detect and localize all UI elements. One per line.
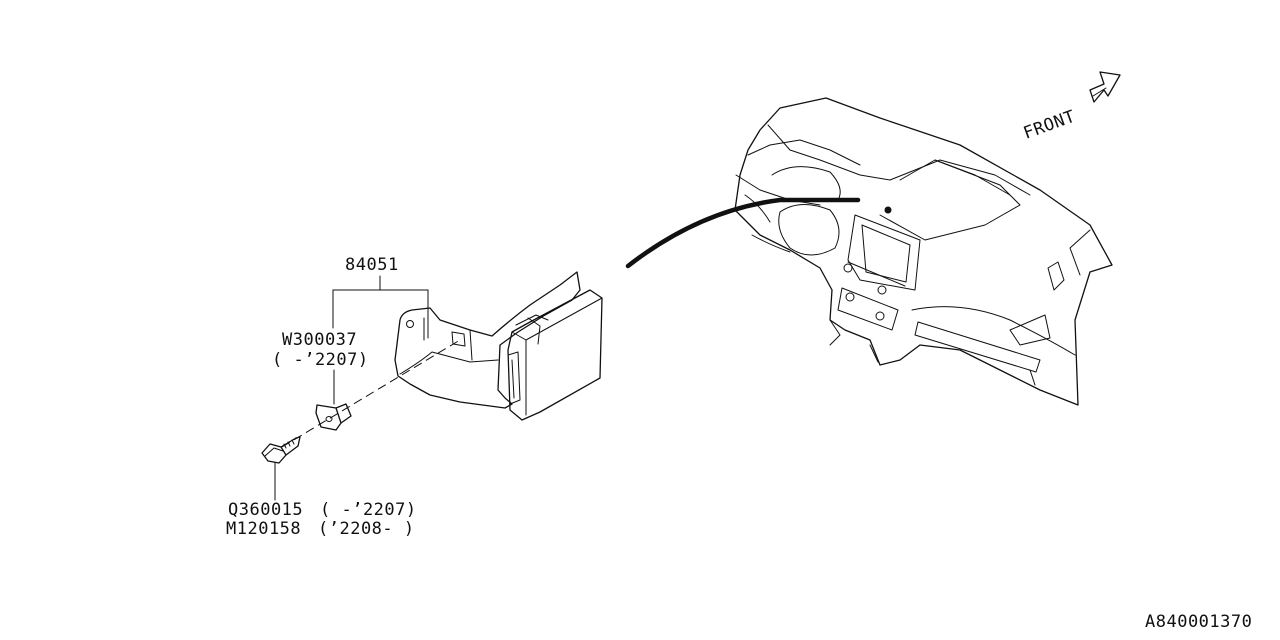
label-q360015-note: ( -’2207): [320, 500, 417, 520]
clip-nut: [315, 403, 352, 431]
alignment-line: [281, 339, 461, 448]
label-84051: 84051: [345, 255, 399, 275]
bracket: [394, 271, 581, 409]
label-q360015: Q360015: [228, 500, 303, 520]
bolt: [261, 436, 301, 464]
label-w300037: W300037: [282, 330, 357, 350]
dashboard: [734, 97, 1113, 406]
control-unit: [507, 289, 603, 421]
label-w300037-note: ( -’2207): [272, 350, 369, 370]
front-arrow-icon: [1089, 71, 1121, 103]
label-m120158: M120158: [226, 519, 301, 539]
label-m120158-note: (’2208- ): [318, 519, 415, 539]
diagram-id: A840001370: [1145, 612, 1252, 632]
front-label: FRONT: [1021, 107, 1078, 144]
wiring-line: [625, 197, 861, 269]
mount-point: [884, 206, 892, 214]
leader-84051: [332, 275, 429, 339]
